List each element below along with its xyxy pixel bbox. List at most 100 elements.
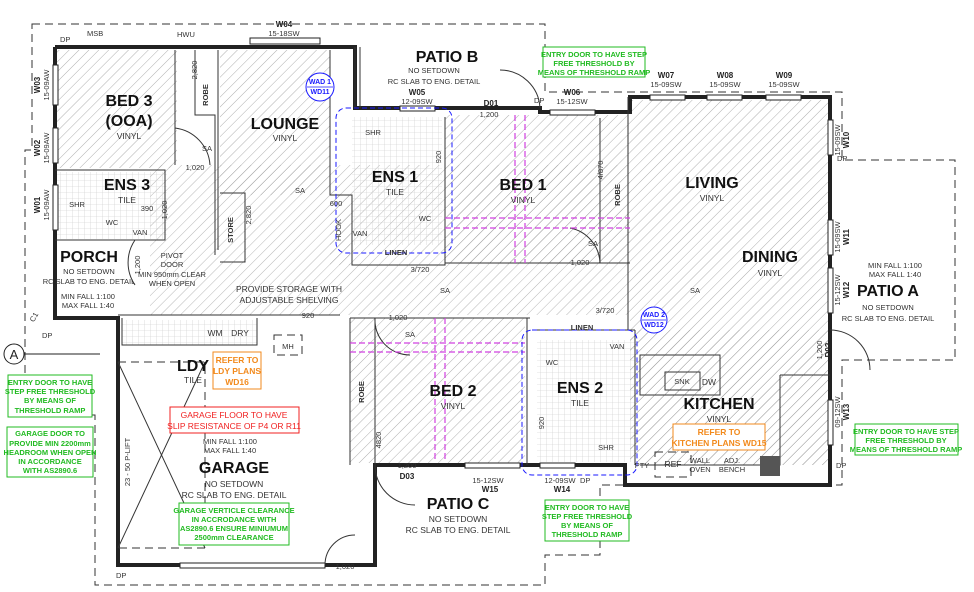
svg-text:ADJUSTABLE SHELVING: ADJUSTABLE SHELVING	[240, 295, 339, 305]
svg-text:REFER TO: REFER TO	[698, 427, 741, 437]
vinyl-floor-areas	[57, 50, 830, 465]
svg-text:1,200: 1,200	[815, 341, 824, 360]
door-bed3[interactable]	[174, 127, 211, 166]
door-bed1[interactable]	[569, 227, 601, 264]
svg-text:DP: DP	[534, 96, 544, 105]
svg-text:WALL: WALL	[690, 456, 710, 465]
svg-text:RC SLAB TO ENG. DETAIL: RC SLAB TO ENG. DETAIL	[388, 77, 481, 86]
room-living: LIVING	[685, 175, 738, 192]
window-w01[interactable]	[52, 184, 59, 231]
svg-text:SA: SA	[690, 286, 700, 295]
svg-text:W06: W06	[564, 88, 581, 97]
window-w09[interactable]	[765, 94, 802, 101]
svg-text:MAX FALL 1:40: MAX FALL 1:40	[204, 446, 256, 455]
garage-door[interactable]	[179, 562, 326, 569]
note-ldy-plans[interactable]: REFER TO LDY PLANS WD16	[212, 351, 262, 390]
svg-text:RC SLAB TO ENG. DETAIL: RC SLAB TO ENG. DETAIL	[182, 490, 287, 500]
svg-text:W11: W11	[842, 228, 851, 245]
svg-text:920: 920	[537, 417, 546, 430]
window-w11[interactable]	[827, 219, 834, 256]
svg-text:BY MEANS OF: BY MEANS OF	[24, 396, 76, 405]
window-w04[interactable]	[249, 37, 321, 45]
window-w12[interactable]	[827, 267, 834, 314]
window-w06[interactable]	[549, 109, 596, 116]
svg-text:D01: D01	[484, 99, 499, 108]
svg-text:PROVIDE MIN 2200mm: PROVIDE MIN 2200mm	[9, 439, 91, 448]
room-patio-c: PATIO C	[427, 496, 490, 513]
door-bed2[interactable]	[374, 317, 411, 356]
note-kitchen-plans[interactable]: REFER TO KITCHEN PLANS WD15	[672, 423, 767, 451]
svg-text:W14: W14	[554, 485, 571, 494]
door-garage-side[interactable]	[324, 534, 356, 566]
svg-text:ROBE: ROBE	[357, 381, 366, 403]
svg-text:ADJ.: ADJ.	[724, 456, 740, 465]
wad1-boundary	[335, 107, 453, 254]
window-w02[interactable]	[52, 127, 59, 164]
svg-text:AS2890.6 ENSURE MINIUMUM: AS2890.6 ENSURE MINIUMUM	[180, 524, 288, 533]
room-bed2: BED 2	[429, 383, 476, 400]
svg-text:HWU: HWU	[177, 30, 195, 39]
window-tags: W04 15-18SW W05 12-09SW D01 1,200 W06 15…	[33, 20, 851, 494]
wad1-marker[interactable]: WAD 1 WD11	[305, 72, 335, 102]
svg-text:390: 390	[141, 204, 154, 213]
svg-text:MIN 950mm CLEAR: MIN 950mm CLEAR	[138, 270, 207, 279]
room-ens1: ENS 1	[372, 169, 418, 186]
svg-text:TILE: TILE	[386, 187, 404, 197]
window-w14[interactable]	[539, 462, 576, 469]
svg-text:SHR: SHR	[69, 200, 85, 209]
window-w03[interactable]	[52, 64, 59, 106]
manhole[interactable]	[273, 334, 303, 356]
svg-text:WD16: WD16	[225, 377, 249, 387]
room-ens2: ENS 2	[557, 380, 603, 397]
svg-text:15-09SW: 15-09SW	[709, 80, 741, 89]
svg-text:GARAGE FLOOR TO HAVE: GARAGE FLOOR TO HAVE	[181, 410, 288, 420]
svg-text:MIN FALL 1:100: MIN FALL 1:100	[61, 292, 115, 301]
window-w08[interactable]	[706, 94, 743, 101]
svg-text:WITH AS2890.6: WITH AS2890.6	[23, 466, 77, 475]
window-w07[interactable]	[649, 94, 686, 101]
svg-text:1,020: 1,020	[389, 313, 408, 322]
svg-text:VINYL: VINYL	[700, 193, 725, 203]
svg-text:WD12: WD12	[644, 322, 664, 329]
room-ens3: ENS 3	[104, 177, 150, 194]
svg-text:STEP FREE THRESHOLD: STEP FREE THRESHOLD	[5, 387, 96, 396]
svg-text:PIVOT: PIVOT	[161, 251, 184, 260]
window-w15[interactable]	[464, 462, 521, 469]
wad2-marker[interactable]: WAD 2 WD12	[640, 306, 668, 334]
note-entry-top: ENTRY DOOR TO HAVE STEP FREE THRESHOLD B…	[538, 46, 651, 78]
svg-text:SA: SA	[588, 239, 598, 248]
svg-text:15-09AW: 15-09AW	[42, 132, 51, 164]
svg-text:FREE THRESHOLD BY: FREE THRESHOLD BY	[553, 59, 634, 68]
room-garage: GARAGE	[199, 460, 270, 477]
svg-text:PROVIDE STORAGE WITH: PROVIDE STORAGE WITH	[236, 284, 342, 294]
window-w13[interactable]	[827, 399, 834, 446]
door-d02[interactable]	[829, 329, 871, 371]
svg-text:SHR: SHR	[365, 128, 381, 137]
svg-text:OVEN: OVEN	[689, 465, 710, 474]
svg-text:VINYL: VINYL	[707, 414, 732, 424]
svg-text:ENTRY DOOR TO HAVE STEP: ENTRY DOOR TO HAVE STEP	[541, 50, 647, 59]
svg-text:15-09AW: 15-09AW	[42, 189, 51, 221]
svg-text:15-12SW: 15-12SW	[833, 273, 842, 305]
window-w10[interactable]	[827, 119, 834, 156]
svg-text:W01: W01	[33, 196, 42, 213]
svg-text:STORE: STORE	[226, 217, 235, 243]
svg-text:MAX FALL 1:40: MAX FALL 1:40	[869, 270, 921, 279]
svg-text:D03: D03	[400, 472, 415, 481]
svg-text:W08: W08	[717, 71, 734, 80]
section-marker-a[interactable]: A	[3, 343, 100, 365]
note-garage-door: GARAGE DOOR TO PROVIDE MIN 2200mm HEADRO…	[4, 426, 96, 478]
svg-text:VINYL: VINYL	[511, 195, 536, 205]
svg-text:NO SETDOWN: NO SETDOWN	[862, 303, 914, 312]
svg-text:TILE: TILE	[571, 398, 589, 408]
svg-text:MEANS OF THRESHOLD RAMP: MEANS OF THRESHOLD RAMP	[538, 68, 651, 77]
svg-text:W03: W03	[33, 76, 42, 93]
windows[interactable]	[52, 37, 834, 569]
door-d03[interactable]	[374, 464, 416, 506]
door-swings[interactable]	[127, 69, 871, 566]
pivot-door[interactable]	[127, 239, 136, 286]
svg-text:15-09SW: 15-09SW	[768, 80, 800, 89]
door-d01[interactable]	[499, 69, 541, 109]
room-kitchen: KITCHEN	[683, 396, 754, 413]
